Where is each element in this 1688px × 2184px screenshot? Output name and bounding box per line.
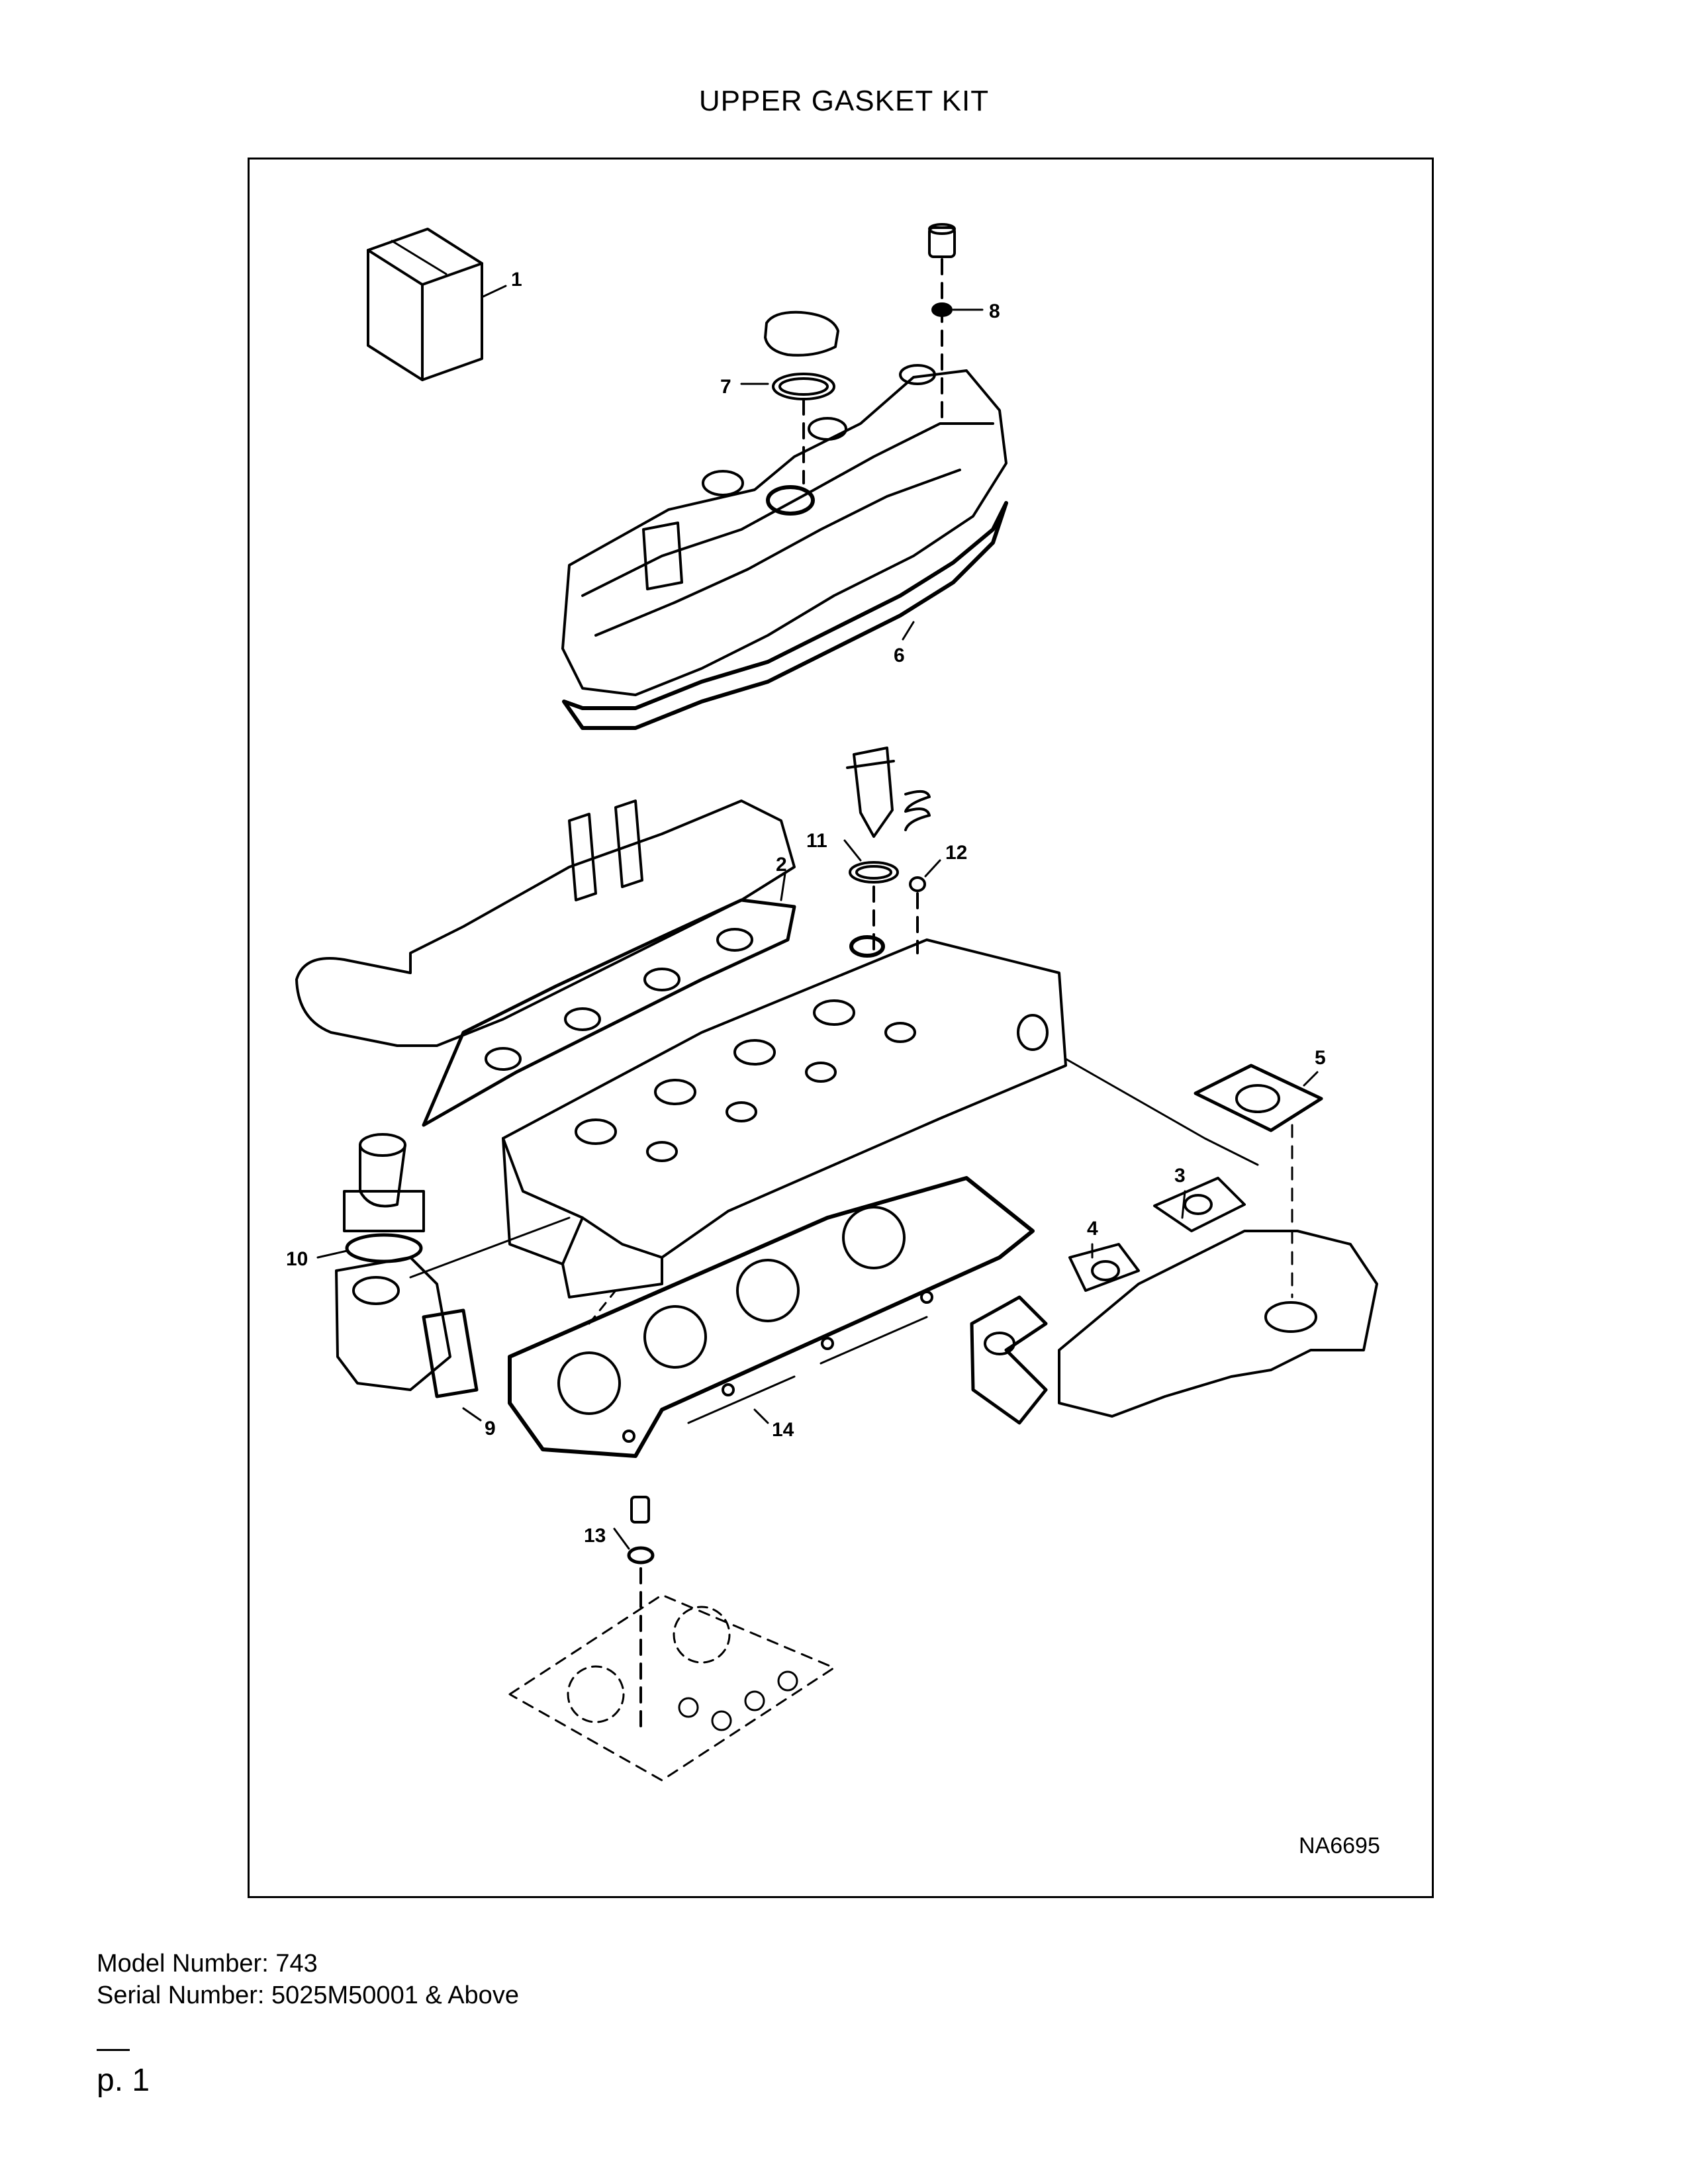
callout-5: 5 [1315, 1047, 1326, 1069]
part-cylinder-head [502, 935, 1259, 1298]
serial-number: Serial Number: 5025M50001 & Above [97, 1981, 519, 2009]
part-exhaust-manifold [970, 1177, 1378, 1425]
callout-4: 4 [1087, 1218, 1098, 1240]
page-title: UPPER GASKET KIT [698, 85, 990, 117]
callout-9: 9 [485, 1418, 496, 1439]
part-intake-gasket [422, 898, 796, 1127]
callout-14: 14 [772, 1419, 794, 1441]
diagram-frame [248, 158, 1434, 1898]
callout-11: 11 [806, 830, 827, 852]
part-oil-cap [764, 310, 839, 484]
callout-labels: 1 8 7 6 11 12 2 5 3 4 10 9 14 13 [286, 269, 1326, 1547]
model-number: Model Number: 743 [97, 1950, 318, 1978]
callout-6: 6 [894, 645, 905, 666]
page-rule [97, 2049, 130, 2051]
drawing-code: NA6695 [1299, 1833, 1380, 1858]
part-flange-gasket [1194, 1064, 1323, 1298]
part-kit-box [367, 228, 483, 381]
part-valve-cover [561, 364, 1008, 696]
callout-7: 7 [720, 376, 731, 398]
part-thermostat-housing [335, 1133, 571, 1398]
callout-10: 10 [286, 1248, 308, 1270]
callout-12: 12 [945, 842, 967, 864]
callout-8: 8 [989, 300, 1000, 322]
part-intake-manifold [295, 799, 796, 1047]
part-dowel-and-lower-gasket [508, 1496, 835, 1782]
callout-3: 3 [1174, 1165, 1186, 1187]
page-number: p. 1 [97, 2063, 150, 2098]
leader-lines [316, 285, 1319, 1550]
callout-1: 1 [511, 269, 522, 291]
callout-2: 2 [776, 854, 787, 876]
part-cover-gasket [562, 501, 1008, 730]
part-head-gasket [508, 1176, 1035, 1458]
callout-13: 13 [584, 1525, 606, 1547]
part-injector [846, 747, 931, 954]
part-cap-fitting [928, 223, 956, 425]
